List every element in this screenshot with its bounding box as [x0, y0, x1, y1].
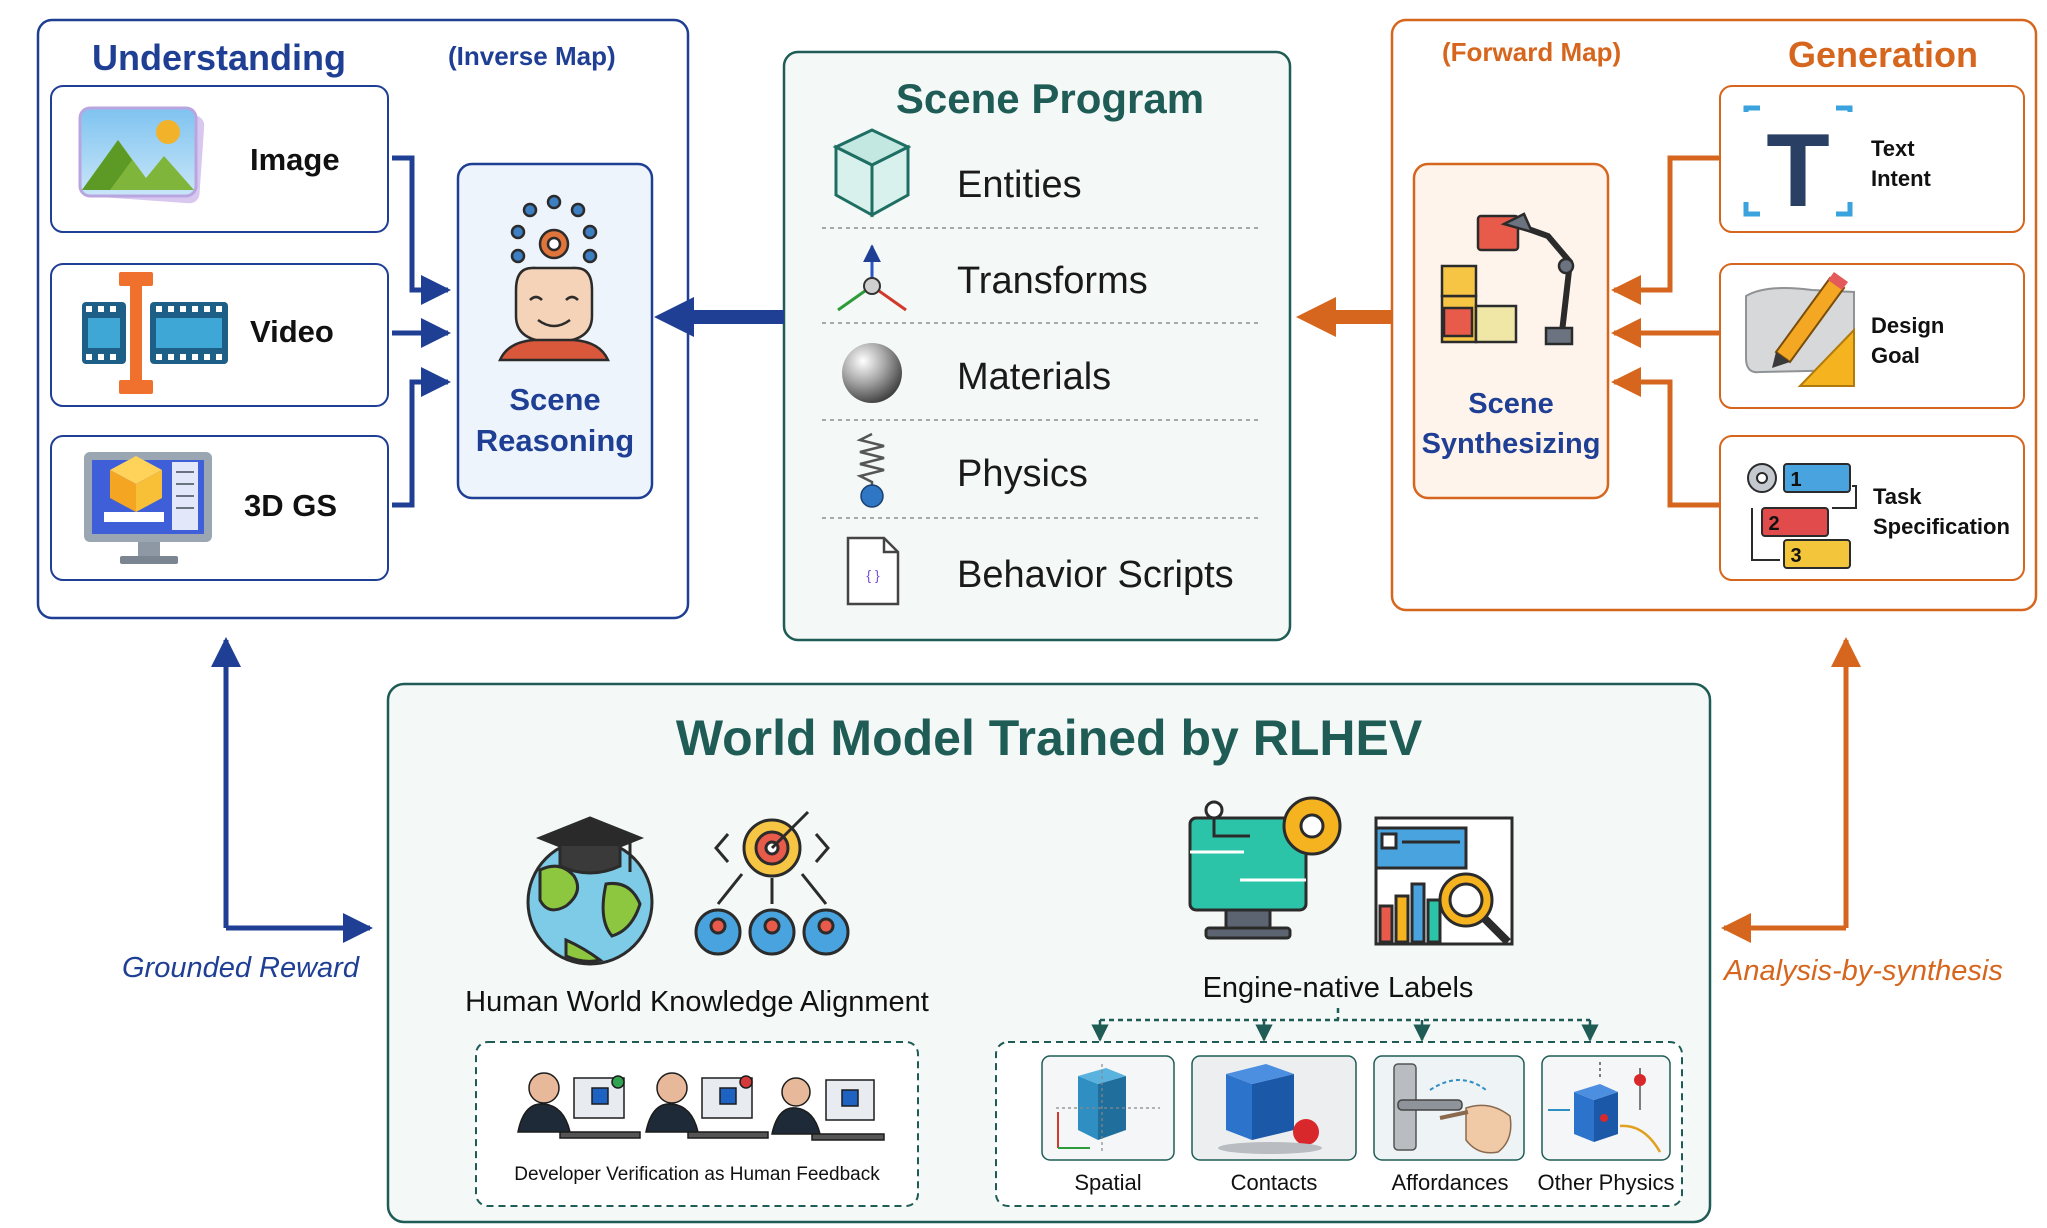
graduation-globe-icon — [526, 816, 654, 966]
label-card-affordances: Affordances — [1373, 1055, 1525, 1195]
verification-box: Developer Verification as Human Feedback — [475, 1041, 919, 1207]
understanding-panel: Understanding (Inverse Map) Image — [36, 18, 690, 620]
generation-connectors — [1611, 155, 1720, 508]
force-cube-icon — [1548, 1062, 1662, 1153]
label-type-other-physics: Other Physics — [1538, 1170, 1675, 1195]
input-card-image: Image — [50, 85, 389, 233]
developer-at-computer-illustrations — [517, 1072, 885, 1141]
program-item-materials: Materials — [842, 343, 1111, 403]
gen-card-task-spec: 1 2 3 Task Specification — [1719, 435, 2025, 581]
task-number-1: 1 — [1790, 469, 1801, 491]
grounded-reward-label: Grounded Reward — [122, 952, 360, 984]
understanding-connectors — [392, 155, 451, 508]
pencil-ruler-icon — [1745, 272, 1855, 387]
generation-panel: (Forward Map) Generation Scene Synthesiz… — [1390, 18, 2038, 612]
video-icon — [82, 272, 228, 394]
label-card-other-physics: Other Physics — [1538, 1055, 1675, 1195]
scene-program-title: Scene Program — [896, 75, 1204, 122]
script-file-icon: { } — [846, 536, 900, 606]
label-type-spatial: Spatial — [1074, 1170, 1141, 1195]
input-label-image: Image — [250, 142, 340, 177]
input-card-3dgs: 3D GS — [50, 435, 389, 581]
forward-map-label: (Forward Map) — [1442, 37, 1621, 67]
inverse-map-label: (Inverse Map) — [448, 41, 616, 71]
spring-icon — [856, 432, 885, 508]
gen-label-text-line2: Intent — [1871, 166, 1932, 191]
monitor-gear-icon — [1188, 796, 1342, 940]
label-type-contacts: Contacts — [1231, 1170, 1318, 1195]
target-people-icon — [694, 810, 850, 956]
world-model-title: World Model Trained by RLHEV — [676, 710, 1423, 766]
program-label-materials: Materials — [957, 356, 1111, 398]
gen-label-task-line1: Task — [1873, 484, 1922, 509]
program-label-behavior-scripts: Behavior Scripts — [957, 554, 1234, 596]
robot-arm-blocks-icon — [1440, 212, 1575, 346]
program-label-physics: Physics — [957, 453, 1088, 495]
cube-outline-icon — [832, 128, 912, 218]
program-label-entities: Entities — [957, 164, 1082, 206]
gen-label-task-line2: Specification — [1873, 514, 2010, 539]
scene-synthesizing-line2: Synthesizing — [1422, 428, 1601, 460]
verification-label: Developer Verification as Human Feedback — [514, 1164, 880, 1185]
program-item-transforms: Transforms — [837, 244, 1148, 312]
gen-label-design-line1: Design — [1871, 313, 1944, 338]
input-label-video: Video — [250, 314, 334, 349]
scene-reasoning-line2: Reasoning — [476, 423, 634, 458]
scene-synthesizing-line1: Scene — [1468, 388, 1553, 420]
engine-label-branches — [1091, 1008, 1599, 1042]
script-glyph: { } — [866, 567, 880, 583]
input-card-video: Video — [50, 263, 389, 407]
label-types-box: Spatial Contacts — [995, 1041, 1683, 1207]
analysis-by-synthesis-label: Analysis-by-synthesis — [1722, 955, 2003, 987]
monitor-cube-icon — [84, 452, 212, 564]
label-card-spatial: Spatial — [1041, 1055, 1175, 1195]
door-handle-hand-icon — [1393, 1063, 1512, 1154]
task-number-2: 2 — [1768, 513, 1779, 535]
sphere-icon — [842, 343, 902, 403]
program-dividers — [822, 227, 1262, 519]
task-list-icon: 1 2 3 — [1747, 463, 1857, 569]
gen-card-text-intent: T Text Intent — [1719, 85, 2025, 233]
alignment-label: Human World Knowledge Alignment — [465, 986, 929, 1018]
engine-label: Engine-native Labels — [1203, 972, 1474, 1004]
understanding-title: Understanding — [92, 37, 346, 78]
text-intent-glyph: T — [1766, 113, 1830, 229]
report-magnifier-icon — [1374, 816, 1514, 946]
grounded-reward-arrow — [211, 637, 373, 943]
task-number-3: 3 — [1790, 545, 1801, 567]
label-type-affordances: Affordances — [1391, 1170, 1508, 1195]
scene-program-panel: Scene Program Entities Transfor — [782, 50, 1292, 642]
program-to-reasoning-arrow — [654, 297, 784, 337]
input-label-3dgs: 3D GS — [244, 488, 337, 523]
program-label-transforms: Transforms — [957, 260, 1148, 302]
gen-label-design-line2: Goal — [1871, 343, 1920, 368]
generation-title: Generation — [1788, 34, 1978, 75]
scene-reasoning-box: Scene Reasoning — [456, 162, 654, 500]
axes-icon — [837, 244, 907, 312]
scene-synthesizing-box: Scene Synthesizing — [1412, 162, 1610, 500]
contacts-cube-ball-icon — [1218, 1064, 1322, 1154]
gen-label-text-line1: Text — [1871, 136, 1915, 161]
program-item-behavior-scripts: { } Behavior Scripts — [846, 536, 1234, 606]
label-card-contacts: Contacts — [1191, 1055, 1357, 1195]
analysis-by-synthesis-arrow — [1721, 637, 1861, 943]
gen-card-design-goal: Design Goal — [1719, 263, 2025, 409]
brain-gear-icon — [498, 194, 610, 362]
world-model-panel: World Model Trained by RLHEV H — [386, 682, 1712, 1224]
image-icon — [78, 106, 205, 204]
scene-reasoning-line1: Scene — [509, 382, 600, 417]
spatial-cube-icon — [1056, 1064, 1160, 1154]
program-item-physics: Physics — [856, 432, 1088, 508]
program-item-entities: Entities — [832, 128, 1082, 218]
text-t-icon: T — [1743, 105, 1853, 229]
